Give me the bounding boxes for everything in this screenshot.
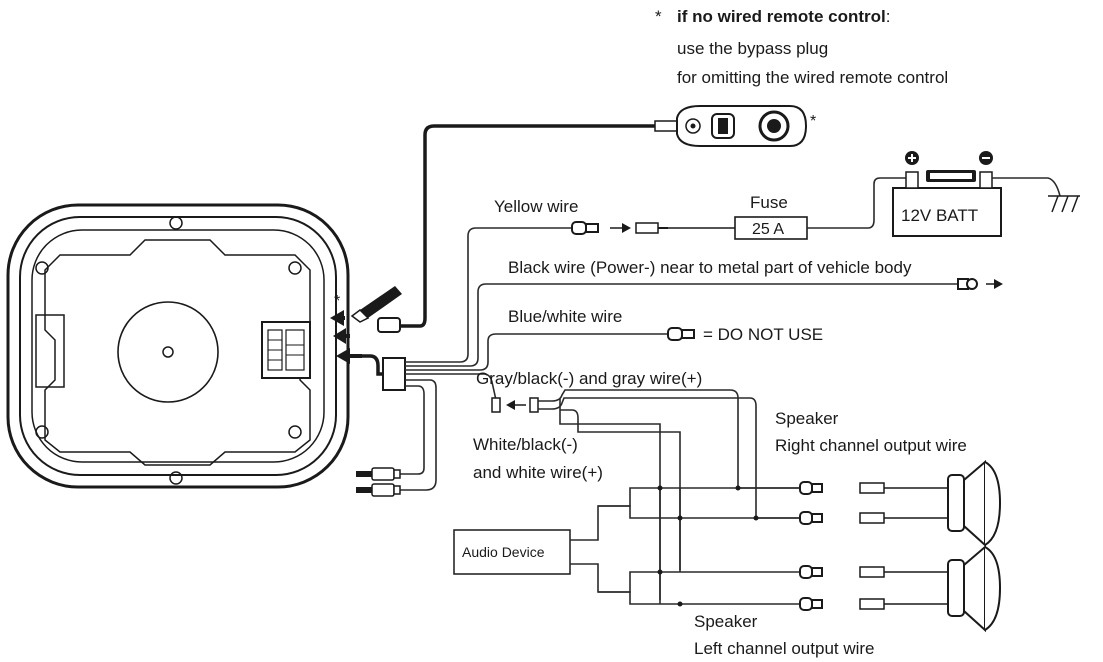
harness-cable [345, 354, 383, 376]
audio-device-label: Audio Device [462, 544, 545, 560]
battery [892, 151, 1002, 237]
black-wire-label: Black wire (Power-) near to metal part o… [508, 258, 912, 277]
yellow-wire [405, 227, 572, 363]
remote-asterisk: * [810, 113, 816, 130]
speaker-left [947, 544, 1002, 633]
white-wire-label-2: and white wire(+) [473, 463, 603, 482]
rca-plug-1 [356, 467, 401, 481]
blue-white-wire [405, 333, 668, 371]
main-unit [6, 203, 350, 489]
gray-wire-label: Gray/black(-) and gray wire(+) [476, 369, 702, 388]
white-wire-trunk-2 [560, 409, 681, 570]
fuse-rating: 25 A [752, 221, 784, 238]
ground-symbol [992, 177, 1080, 213]
battery-label: 12V BATT [901, 206, 978, 225]
insert-arrows [330, 310, 362, 364]
note-asterisk: * [655, 7, 662, 26]
remote-connector [377, 317, 401, 333]
speaker-left-label-2: Left channel output wire [694, 639, 875, 658]
yellow-wire-label: Yellow wire [494, 197, 578, 216]
white-wire-trunk [559, 398, 661, 600]
gray-wire-right-channel-2 [538, 397, 800, 519]
speaker-plugs [799, 481, 823, 611]
speaker-right [947, 459, 1002, 548]
gray-wire-right-channel [538, 389, 800, 489]
gray-wire-trunk [405, 373, 497, 401]
gray-wire-connector-left [491, 397, 501, 413]
note-title: if no wired remote control: [677, 7, 890, 26]
gray-wire-connector-right [529, 397, 539, 413]
black-wire [405, 283, 958, 367]
black-wire-ring-terminal [957, 278, 978, 290]
harness-connector [382, 357, 406, 391]
plug-asterisk: * [334, 293, 340, 310]
rca-plug-2 [356, 483, 401, 497]
audio-to-right-1 [570, 487, 800, 541]
speaker-right-label-2: Right channel output wire [775, 436, 967, 455]
fuse-label: Fuse [750, 193, 788, 212]
audio-device [453, 529, 571, 575]
speaker-sockets [859, 482, 948, 610]
speaker-left-label-1: Speaker [694, 612, 758, 631]
note-title-text: if no wired remote control [677, 7, 886, 26]
wired-remote-control [654, 105, 808, 147]
fuse-to-battery-wire [807, 177, 912, 229]
rca-cable-2 [400, 379, 437, 491]
audio-to-right-2 [598, 505, 800, 519]
yellow-wire-socket [635, 222, 668, 234]
blue-white-label: Blue/white wire [508, 307, 622, 326]
blue-white-plug [667, 327, 695, 341]
audio-to-left-2 [598, 591, 800, 605]
speaker-right-label-1: Speaker [775, 409, 839, 428]
white-wire-label-1: White/black(-) [473, 435, 578, 454]
note-title-colon: : [886, 7, 891, 26]
remote-cable [380, 124, 655, 328]
note-line-1: use the bypass plug [677, 39, 828, 58]
yellow-wire-plug [571, 221, 599, 235]
bypass-plug [350, 286, 402, 323]
do-not-use-label: = DO NOT USE [703, 325, 823, 344]
rca-cable-1 [400, 385, 425, 475]
note-line-2: for omitting the wired remote control [677, 68, 948, 87]
audio-to-left-1 [570, 563, 800, 593]
